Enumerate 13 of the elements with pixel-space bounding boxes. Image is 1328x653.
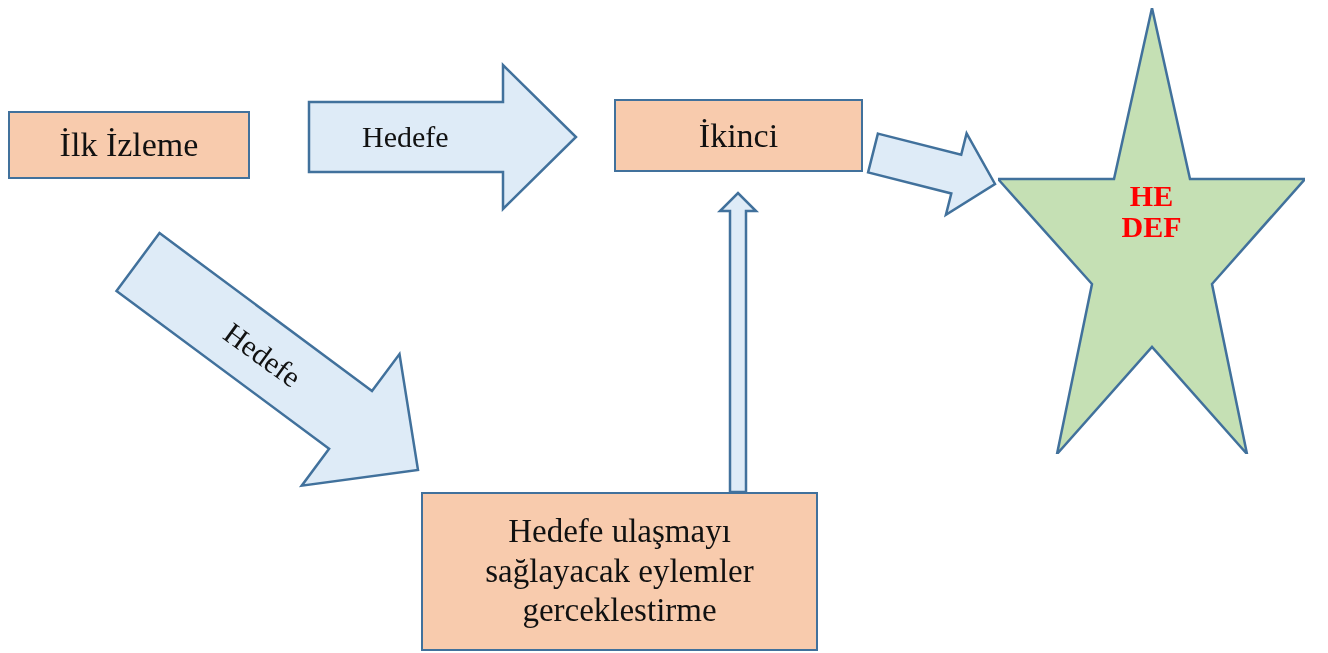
block-arrow xyxy=(307,62,578,212)
process-box xyxy=(614,99,863,172)
star-shape xyxy=(998,8,1305,454)
block-arrow xyxy=(717,191,759,494)
edge-label: Hedefe xyxy=(362,120,449,154)
node-label: HE DEF xyxy=(1120,179,1183,243)
process-box xyxy=(8,111,250,179)
process-box xyxy=(421,492,818,651)
node-label: İlk İzleme xyxy=(59,127,199,163)
block-arrow xyxy=(866,130,997,218)
block-arrow xyxy=(114,231,420,488)
node-label: Hedefe ulaşmayı sağlayacak eylemler gerceklestirme xyxy=(484,512,755,631)
node-label: İkinci xyxy=(698,117,779,154)
